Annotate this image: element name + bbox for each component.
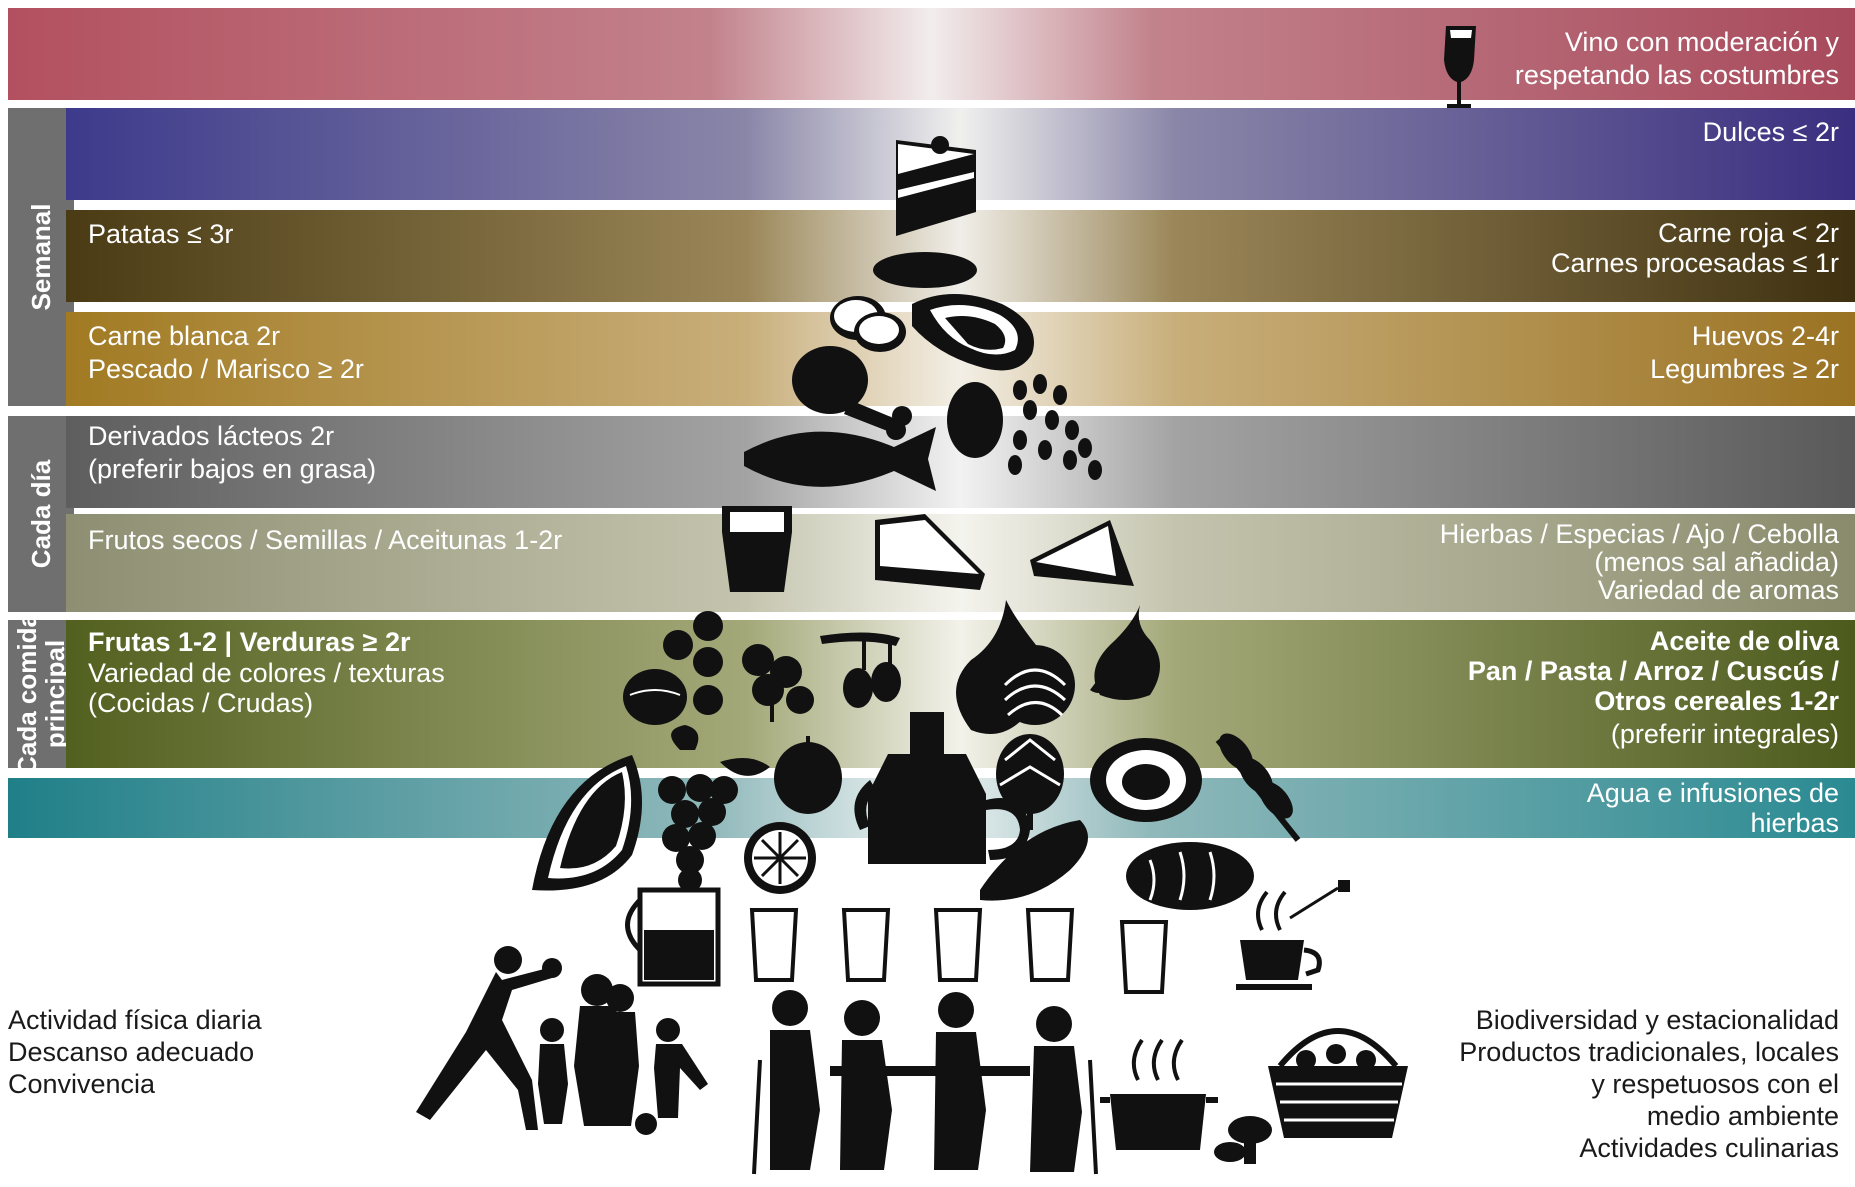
- onion-icon: [956, 600, 1075, 734]
- orange-slice-icon: [744, 822, 816, 894]
- wheat-icon: [1215, 733, 1301, 842]
- meat-band: [66, 210, 1855, 302]
- olive-icon: [820, 632, 901, 708]
- grapes-icon: [658, 725, 770, 892]
- potatoes-text: Patatas ≤ 3r: [88, 219, 234, 249]
- exercise-people-icon: [416, 946, 708, 1135]
- garlic-icon: [1090, 605, 1160, 700]
- oil-cereals-text: Aceite de oliva Pan / Pasta / Arroz / Cu…: [1467, 626, 1839, 716]
- fruit-veg-variety-text: Variedad de colores / texturas (Cocidas …: [88, 658, 445, 718]
- nuts-icon: [623, 611, 723, 725]
- potato-icon: [830, 296, 906, 352]
- section-label-each-meal: Cada comida principal: [8, 613, 74, 775]
- lifestyle-left-text: Actividad física diaria Descanso adecuad…: [8, 1005, 262, 1099]
- sweets-text: Dulces ≤ 2r: [1702, 117, 1839, 147]
- olive-oil-bottle-icon: [854, 712, 1030, 864]
- meat-text: Carne roja < 2r Carnes procesadas ≤ 1r: [1551, 218, 1839, 278]
- parsley-icon: [742, 644, 814, 722]
- fish-icon: [744, 427, 936, 491]
- lifestyle-right-text: Biodiversidad y estacionalidad Productos…: [1459, 1005, 1839, 1163]
- herbs-text: Hierbas / Especias / Ajo / Cebolla (meno…: [1439, 519, 1839, 605]
- cooking-pot-icon: [1100, 1038, 1218, 1150]
- water-text: Agua e infusiones de hierbas: [1586, 778, 1839, 838]
- basket-icon: [1268, 1028, 1408, 1138]
- wine-band: [8, 8, 1855, 100]
- lettuce-icon: [980, 820, 1088, 901]
- artichoke-icon: [996, 734, 1064, 830]
- cheese-icon: [875, 514, 1134, 590]
- teacup-icon: [1236, 880, 1350, 990]
- wholegrain-text: (preferir integrales): [1610, 719, 1839, 749]
- egg-icon: [947, 382, 1003, 458]
- fruit-veg-text: Frutas 1-2 | Verduras ≥ 2r: [88, 627, 411, 657]
- chicken-leg-icon: [792, 346, 912, 440]
- nuts-text: Frutos secos / Semillas / Aceitunas 1-2r: [88, 525, 563, 555]
- wine-glass-icon: [1444, 26, 1476, 108]
- eggs-legumes-text: Huevos 2-4r Legumbres ≥ 2r: [1650, 321, 1839, 384]
- section-label-weekly: Semanal: [8, 108, 74, 406]
- mushroom-icon: [1214, 1116, 1272, 1164]
- white-meat-fish-text: Carne blanca 2r Pescado / Marisco ≥ 2r: [88, 321, 364, 384]
- wine-text: Vino con moderación y respetando las cos…: [1514, 27, 1839, 90]
- apple-icon: [774, 736, 842, 814]
- sausage-icon: [873, 252, 977, 288]
- water-pitcher-icon: [625, 887, 721, 987]
- cake-slice-icon: [896, 136, 976, 236]
- cabbage-icon: [1090, 738, 1202, 822]
- bread-icon: [1126, 842, 1254, 910]
- beans-icon: [1008, 374, 1102, 480]
- yogurt-icon: [722, 506, 792, 592]
- steak-icon: [912, 294, 1034, 371]
- dairy-text: Derivados lácteos 2r (preferir bajos en …: [88, 421, 377, 484]
- water-glass-icon: [749, 908, 1169, 994]
- watermelon-icon: [532, 755, 642, 891]
- section-label-daily: Cada día: [8, 416, 74, 612]
- family-dinner-icon: [752, 990, 1098, 1175]
